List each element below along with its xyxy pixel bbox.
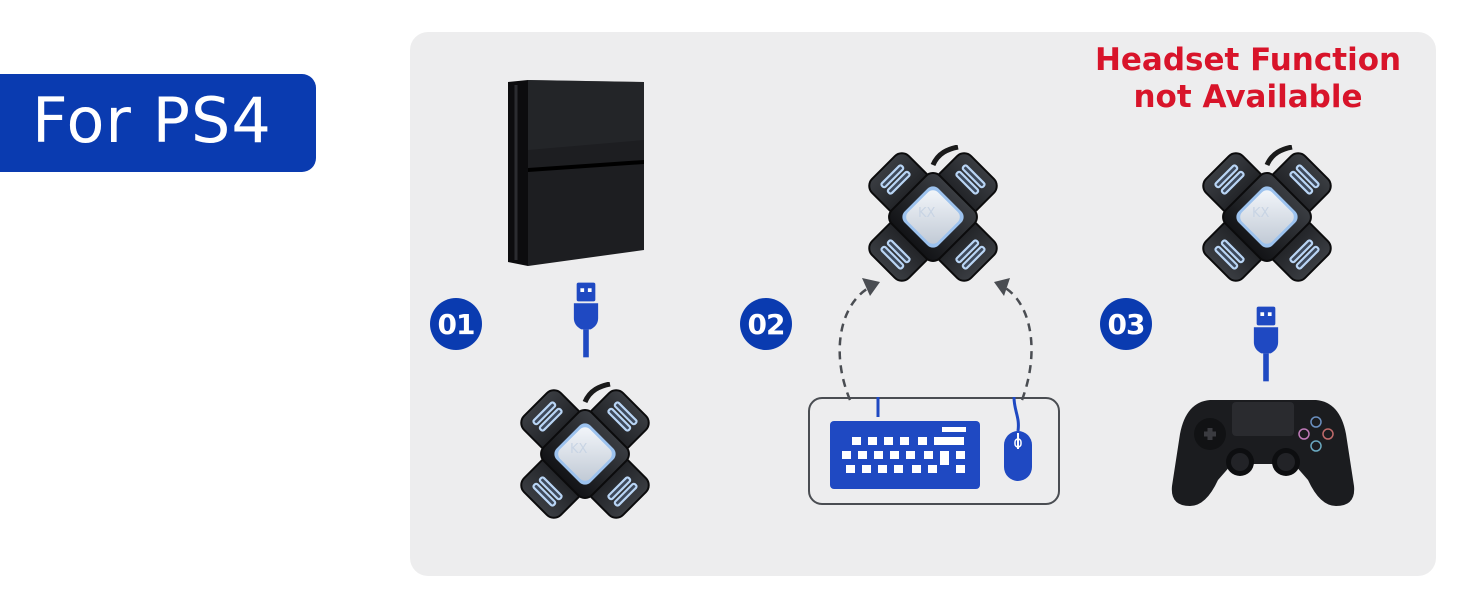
ps4-console-icon xyxy=(508,80,648,266)
headset-notice: Headset Function not Available xyxy=(1078,42,1418,116)
keyboard-icon xyxy=(828,397,980,493)
step-03-number: 03 xyxy=(1107,307,1146,341)
kx-converter-icon-step-03: KX xyxy=(1192,140,1342,290)
kx-logo-step-03: KX xyxy=(1252,206,1270,221)
connection-diagram-panel: Headset Function not Available 01 KX 02 … xyxy=(410,32,1436,576)
step-03-marker: 03 xyxy=(1100,298,1152,350)
mouse-icon xyxy=(1000,397,1036,487)
step-01-number: 01 xyxy=(437,307,476,341)
usb-plug-icon-step-01 xyxy=(572,280,600,360)
kx-converter-icon-step-01: KX xyxy=(510,372,660,532)
kx-converter-icon-step-02: KX xyxy=(858,140,1008,290)
kx-logo-step-02: KX xyxy=(918,206,936,221)
badge-label: For PS4 xyxy=(32,84,272,157)
notice-line-1: Headset Function xyxy=(1094,42,1402,78)
dashed-arrows xyxy=(810,272,1050,402)
notice-line-2: not Available xyxy=(1133,79,1363,115)
step-01-marker: 01 xyxy=(430,298,482,350)
for-ps4-badge: For PS4 xyxy=(0,74,316,172)
step-02-number: 02 xyxy=(747,307,786,341)
keyboard-mouse-group xyxy=(808,397,1060,505)
usb-plug-icon-step-03 xyxy=(1252,304,1280,384)
gamepad-icon xyxy=(1170,394,1356,510)
step-02-marker: 02 xyxy=(740,298,792,350)
kx-logo-step-01: KX xyxy=(570,442,588,457)
